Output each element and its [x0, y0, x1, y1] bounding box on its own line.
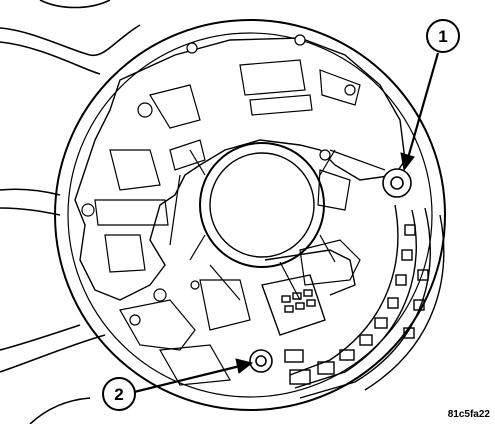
screw-bosses	[81, 34, 356, 326]
housing-inner-ring	[67, 32, 433, 398]
screw-boss	[153, 288, 167, 302]
wire-harness	[0, 0, 141, 424]
figure-id: 81c5fa22	[448, 409, 491, 420]
callout-1-label: 1	[438, 27, 447, 46]
connector-module	[261, 249, 356, 336]
callout-2-label: 2	[114, 385, 123, 404]
screw-boss	[129, 314, 141, 326]
screw-boss	[319, 149, 331, 161]
wiring-channel	[284, 204, 445, 399]
screw-boss	[186, 42, 198, 54]
screw-boss	[294, 34, 306, 46]
callout-2: 2	[102, 377, 136, 411]
center-bore	[189, 142, 336, 268]
screw-boss	[137, 102, 153, 118]
screw-boss	[81, 203, 95, 217]
screw-boss	[344, 84, 356, 96]
fastener-1	[382, 168, 412, 198]
callout-1: 1	[426, 19, 460, 53]
leader-arrows	[129, 52, 440, 395]
fastener-2	[249, 349, 273, 373]
screw-boss	[190, 280, 200, 290]
housing-plate	[74, 37, 406, 301]
housing-ribs	[94, 59, 386, 386]
housing-outer-ring	[54, 19, 446, 411]
